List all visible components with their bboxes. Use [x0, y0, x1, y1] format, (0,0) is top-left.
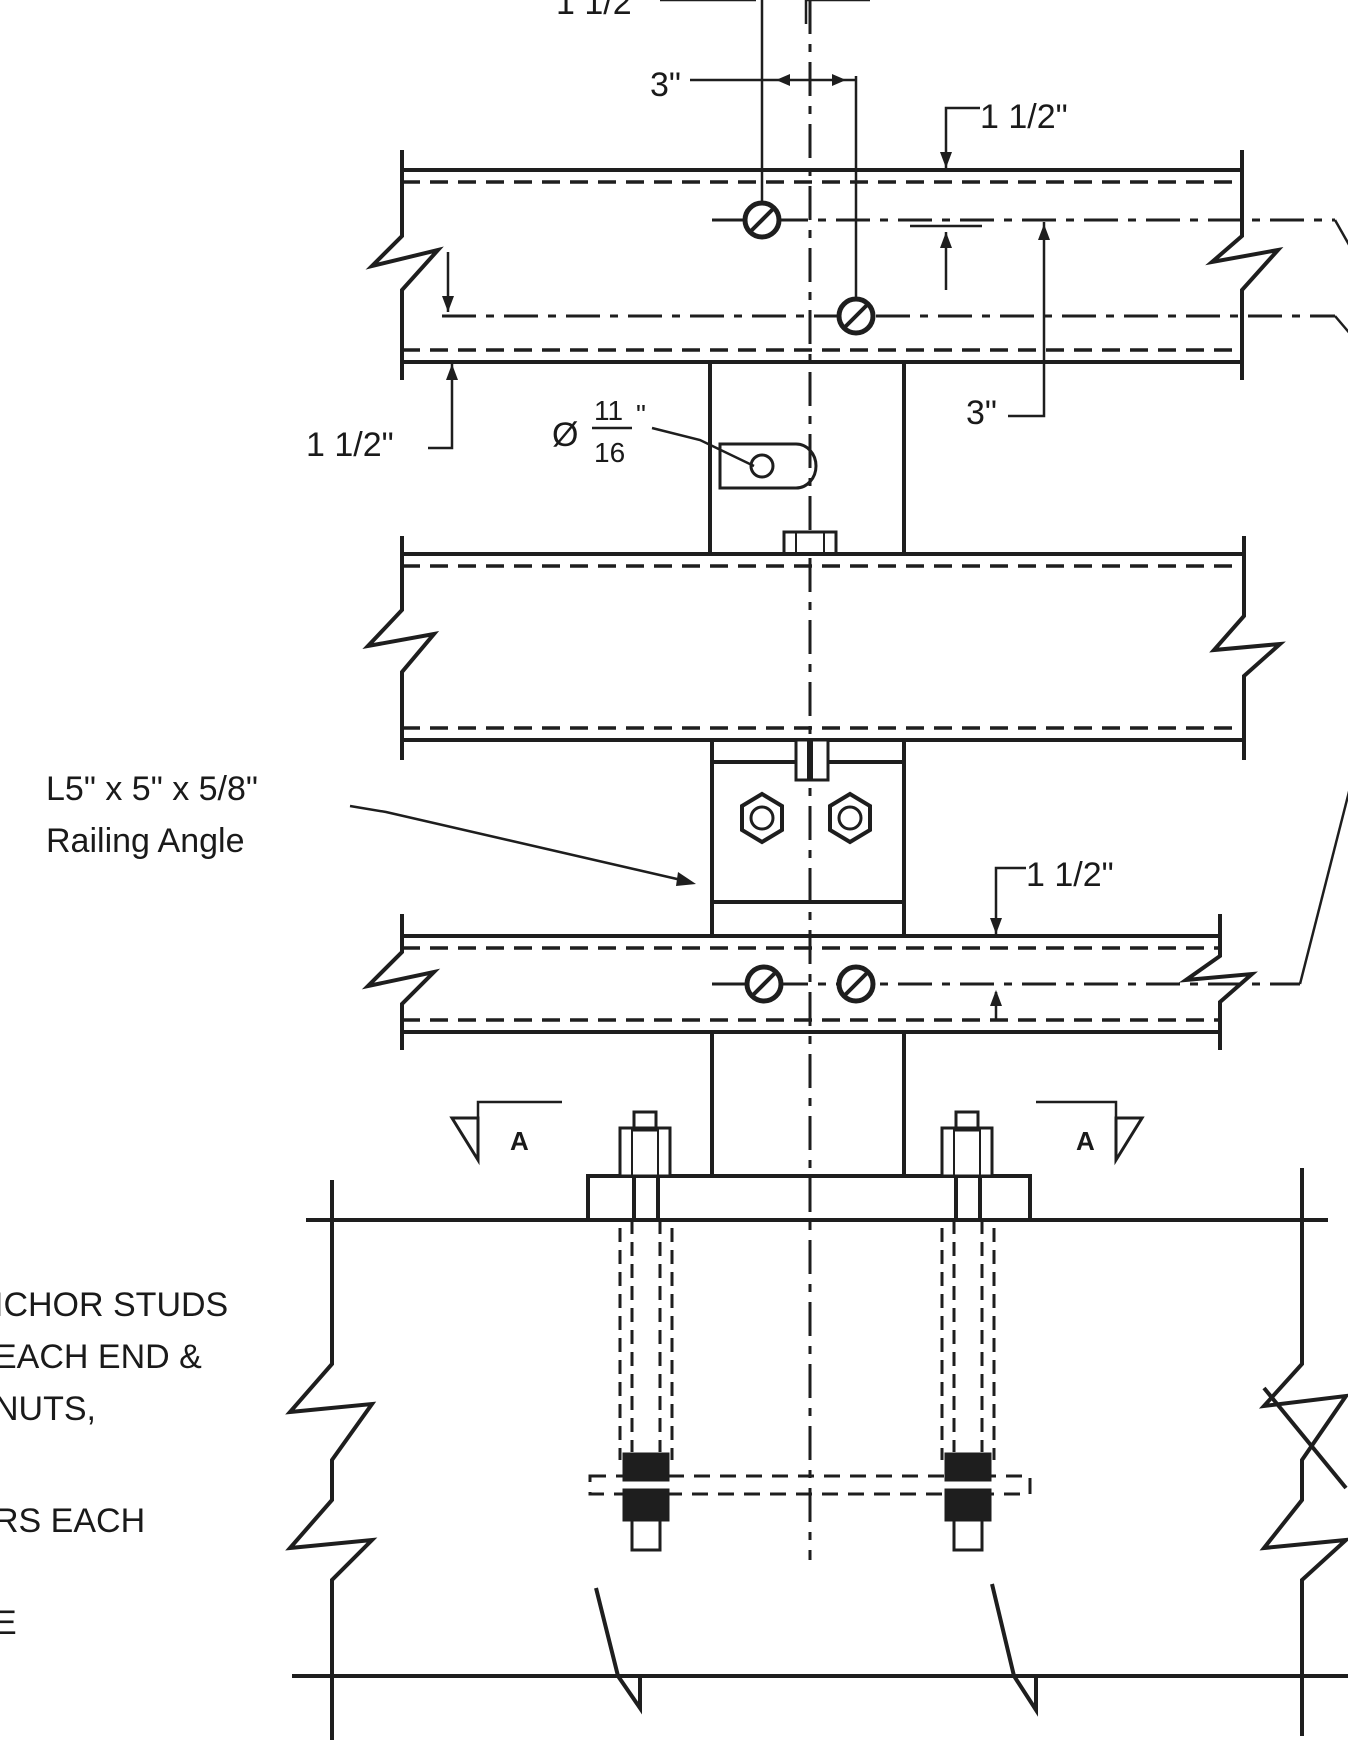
rail-1-bolt-upper	[742, 200, 782, 240]
angle-hex-nut-left	[740, 791, 784, 845]
dimension-hole-prefix: Ø	[552, 416, 578, 454]
dimension-hole-unit: "	[636, 399, 646, 430]
note-line-3: NUTS,	[0, 1390, 96, 1428]
deck-right-break	[1258, 1168, 1348, 1736]
embedded-bar-hidden	[588, 1474, 1032, 1496]
rail-3-bolt-right	[836, 964, 876, 1004]
dimension-hole-numerator: 11	[594, 395, 623, 426]
dimension-rail-3-edge-text: 1 1/2"	[1026, 856, 1114, 894]
top-nut	[782, 530, 838, 556]
rail-link-lower	[1334, 315, 1348, 334]
anchor-stud-right	[940, 1110, 996, 1552]
dimension-hole-diameter: Ø 11 16 "	[552, 395, 755, 468]
rail-link-long	[1298, 790, 1348, 985]
dimension-top-spacing: 3"	[650, 66, 858, 298]
dimension-top-partial-text: 1 1/2"	[556, 0, 644, 22]
rail-3	[361, 914, 1258, 1050]
dimension-right-spacing: 3"	[966, 222, 1050, 432]
note-line-4: RS EACH	[0, 1502, 145, 1540]
rail-2-right-break	[1209, 536, 1286, 760]
dimension-left-edge: 1 1/2"	[306, 252, 458, 464]
dimension-hole-denominator: 16	[594, 437, 625, 468]
rail-1-left-break	[365, 150, 444, 380]
railing-angle	[710, 738, 906, 938]
rail-2-left-break	[362, 536, 440, 760]
deck-bottom-break-right	[990, 1583, 1038, 1717]
note-line-1: ICHOR STUDS	[0, 1286, 228, 1324]
railing-angle-size-label: L5" x 5" x 5/8"	[46, 770, 258, 808]
rail-3-bolt-left	[744, 964, 784, 1004]
section-mark-left-letter: A	[510, 1126, 529, 1156]
rail-1-bolt-lower	[836, 296, 876, 336]
note-line-5: E	[0, 1604, 17, 1642]
rail-2	[362, 536, 1286, 760]
dimension-rail-3-edge: 1 1/2"	[990, 856, 1114, 1020]
dimension-left-edge-text: 1 1/2"	[306, 426, 394, 464]
railing-angle-callout: L5" x 5" x 5/8" Railing Angle	[46, 770, 696, 886]
rail-1	[365, 150, 1284, 380]
dimension-rail-1-edge: 1 1/2"	[910, 98, 1068, 290]
deck-bottom-break-left	[594, 1587, 642, 1715]
section-mark-right: A	[1036, 1100, 1145, 1166]
concrete-deck	[285, 1168, 1348, 1740]
section-mark-left: A	[449, 1100, 562, 1166]
angle-hex-nut-right	[828, 791, 872, 845]
deck-left-break	[285, 1180, 378, 1740]
note-line-2: EACH END &	[0, 1338, 202, 1376]
rail-3-left-break	[361, 914, 441, 1050]
rail-link-upper	[1333, 219, 1348, 246]
slotted-hole	[718, 442, 818, 490]
dimension-top-spacing-text: 3"	[650, 66, 681, 104]
dimension-rail-1-edge-text: 1 1/2"	[980, 98, 1068, 136]
railing-angle-name-label: Railing Angle	[46, 822, 244, 860]
rail-1-right-break	[1205, 150, 1284, 380]
dimension-right-spacing-text: 3"	[966, 394, 997, 432]
section-mark-right-letter: A	[1076, 1126, 1095, 1156]
rail-3-right-break	[1178, 914, 1258, 1050]
anchor-stud-left	[618, 1110, 674, 1552]
dimension-top-partial: 1 1/2"	[556, 0, 870, 204]
anchor-notes: ICHOR STUDS EACH END & NUTS, RS EACH E	[0, 1286, 228, 1642]
